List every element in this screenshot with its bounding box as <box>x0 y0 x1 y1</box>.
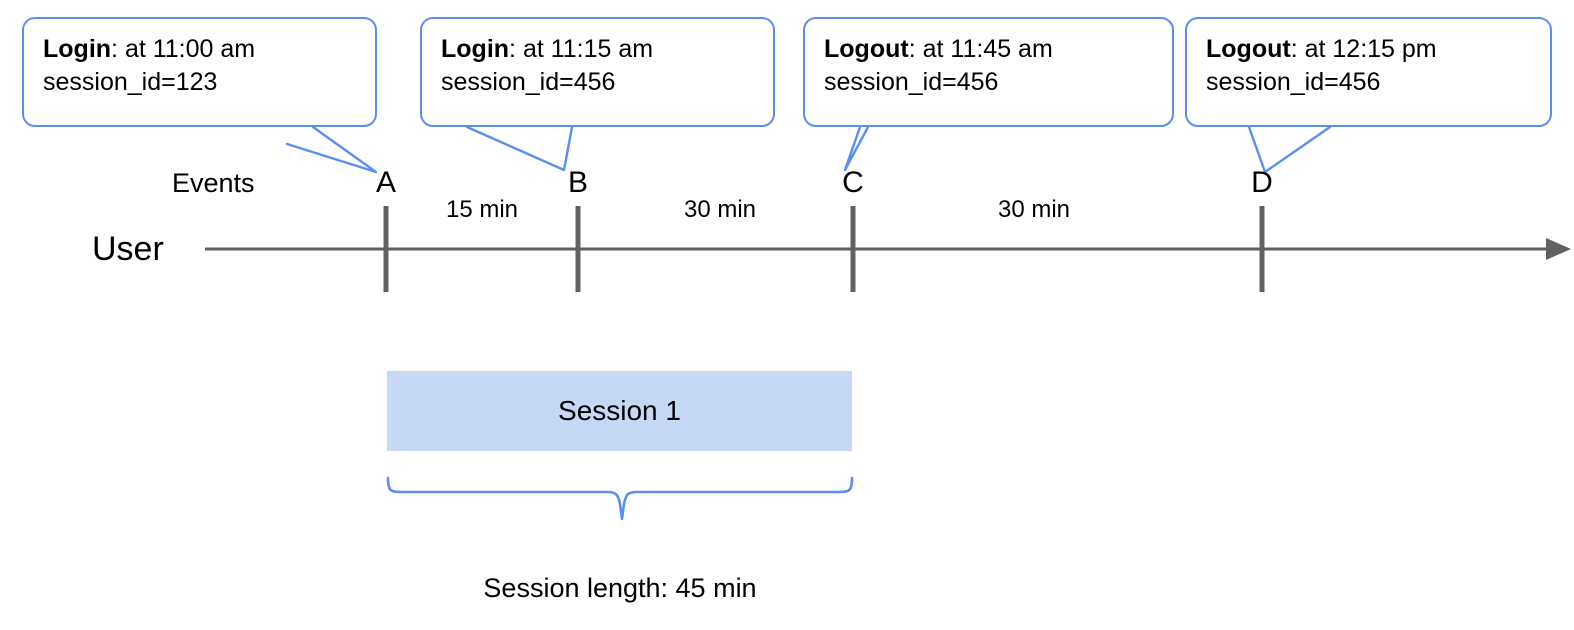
callout-d-event-type: Logout <box>1206 35 1291 63</box>
callout-b-tail <box>465 125 574 172</box>
event-callout-a: Login: at 11:00 am session_id=123 <box>22 17 377 127</box>
user-row-label: User <box>92 230 164 268</box>
callout-c-session-id: session_id=456 <box>824 68 999 96</box>
session-length-brace <box>386 476 854 521</box>
event-tick-d <box>1259 206 1265 292</box>
events-row-label: Events <box>172 168 255 198</box>
event-letter-c: C <box>842 166 864 199</box>
callout-b-event-type: Login <box>441 35 510 63</box>
callout-d-colon: : <box>1290 35 1298 63</box>
event-tick-c <box>850 206 856 292</box>
callout-d-detail: at 12:15 pm <box>1304 35 1437 63</box>
session-length-caption: Session length: 45 min <box>483 573 757 603</box>
callout-c-event-type: Logout <box>824 35 909 63</box>
event-letter-a: A <box>375 166 397 199</box>
timeline-arrow-icon <box>1546 238 1571 260</box>
event-tick-a <box>383 206 389 292</box>
event-callout-b: Login: at 11:15 am session_id=456 <box>420 17 775 127</box>
interval-label-ab: 15 min <box>445 196 519 223</box>
callout-a-session-id: session_id=123 <box>43 68 218 96</box>
callout-d-session-id: session_id=456 <box>1206 68 1381 96</box>
event-letter-b: B <box>567 166 589 199</box>
callout-a-event-type: Login <box>43 35 112 63</box>
interval-label-bc: 30 min <box>683 196 757 223</box>
interval-label-cd: 30 min <box>997 196 1071 223</box>
event-letter-d: D <box>1251 166 1273 199</box>
callout-b-detail: at 11:15 am <box>522 35 654 63</box>
session-bar: Session 1 <box>387 371 852 451</box>
event-tick-b <box>575 206 581 292</box>
session-bar-label: Session 1 <box>558 395 681 426</box>
callout-b-session-id: session_id=456 <box>441 68 616 96</box>
callout-a-colon: : <box>111 35 118 63</box>
callout-b-colon: : <box>509 35 516 63</box>
callout-a-detail: at 11:00 am <box>124 35 256 63</box>
callout-c-detail: at 11:45 am <box>922 35 1053 63</box>
callout-a-tail <box>285 125 378 174</box>
event-callout-c: Logout: at 11:45 am session_id=456 <box>803 17 1174 127</box>
event-callout-d: Logout: at 12:15 pm session_id=456 <box>1185 17 1552 127</box>
callout-c-colon: : <box>908 35 916 63</box>
callout-c-tail <box>843 125 870 172</box>
